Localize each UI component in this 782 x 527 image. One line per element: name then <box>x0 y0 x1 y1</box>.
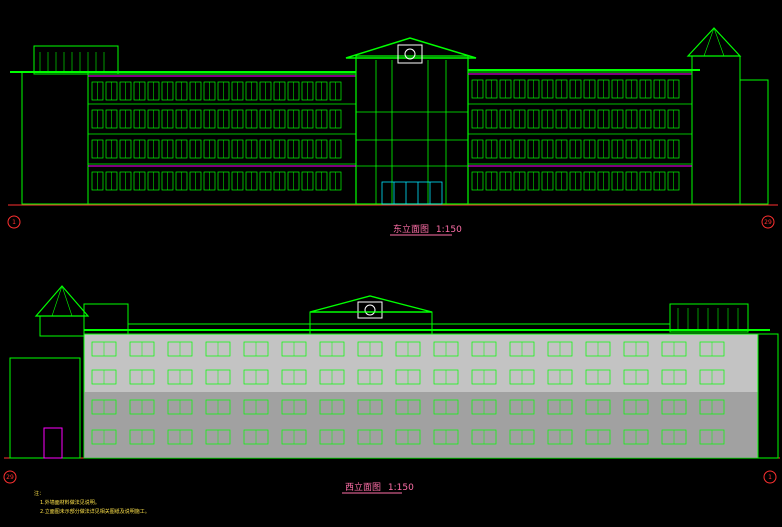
east-left-penthouse <box>33 45 119 75</box>
east-axis-marker-right <box>761 215 775 229</box>
west-title-text: 西立面图 <box>345 481 381 493</box>
east-left-windows <box>91 81 342 191</box>
east-floor-bands <box>88 103 692 165</box>
east-right-windows <box>471 79 680 191</box>
west-clock-icon <box>364 304 376 316</box>
east-title-text: 东立面图 <box>393 223 429 235</box>
notes-heading: 注： <box>34 490 44 497</box>
drawing-notes: 注： 1.外墙面材料做法见说明。 2.立面图未示部分做法详见相关图纸及说明施工。 <box>34 490 150 515</box>
west-pyramid-roof <box>34 285 90 317</box>
notes-line-2: 2.立面图未示部分做法详见相关图纸及说明施工。 <box>40 508 150 515</box>
east-axis-label-right: 29 <box>764 219 772 226</box>
west-axis-label-right: 1 <box>768 474 772 481</box>
west-axis-marker-left <box>3 470 17 484</box>
east-pyramid-roof <box>686 27 742 57</box>
west-right-penthouse <box>669 303 749 333</box>
east-axis-label-left: 1 <box>12 219 16 226</box>
east-right-pavilion <box>691 55 741 205</box>
east-axis-marker-left <box>7 215 21 229</box>
west-left-pavilion <box>39 315 85 337</box>
west-elevation-title: 西立面图 1:150 <box>345 481 414 493</box>
west-clock-frame <box>357 301 383 319</box>
west-right-stair <box>757 333 779 459</box>
east-clock-frame <box>397 44 423 64</box>
west-central-gable <box>309 295 433 313</box>
west-right-penthouse-louvres <box>677 308 739 330</box>
west-title-scale: 1:150 <box>388 483 414 493</box>
east-elevation-title: 东立面图 1:150 <box>393 223 462 235</box>
east-left-block <box>21 71 89 205</box>
east-central-gable <box>345 37 477 59</box>
west-left-annex-door <box>43 427 63 459</box>
east-elevation: 1 29 东立面图 1:150 <box>7 27 778 236</box>
west-stone-base <box>84 392 758 458</box>
west-axis-marker-right <box>763 470 777 484</box>
east-right-stair <box>739 79 769 205</box>
west-central-block <box>309 311 433 335</box>
west-left-annex <box>9 357 81 459</box>
notes-line-1: 1.外墙面材料做法见说明。 <box>40 499 100 506</box>
west-elevation: 29 1 西立面图 1:150 <box>3 285 780 494</box>
east-title-scale: 1:150 <box>436 225 462 235</box>
east-tower-verticals <box>356 60 468 204</box>
east-right-wing <box>467 71 693 205</box>
east-clock-icon <box>404 48 416 60</box>
west-windows <box>91 341 725 445</box>
east-left-penthouse-louvres <box>39 52 105 72</box>
west-axis-label-left: 29 <box>6 474 14 481</box>
east-entrance-doors <box>381 181 443 205</box>
